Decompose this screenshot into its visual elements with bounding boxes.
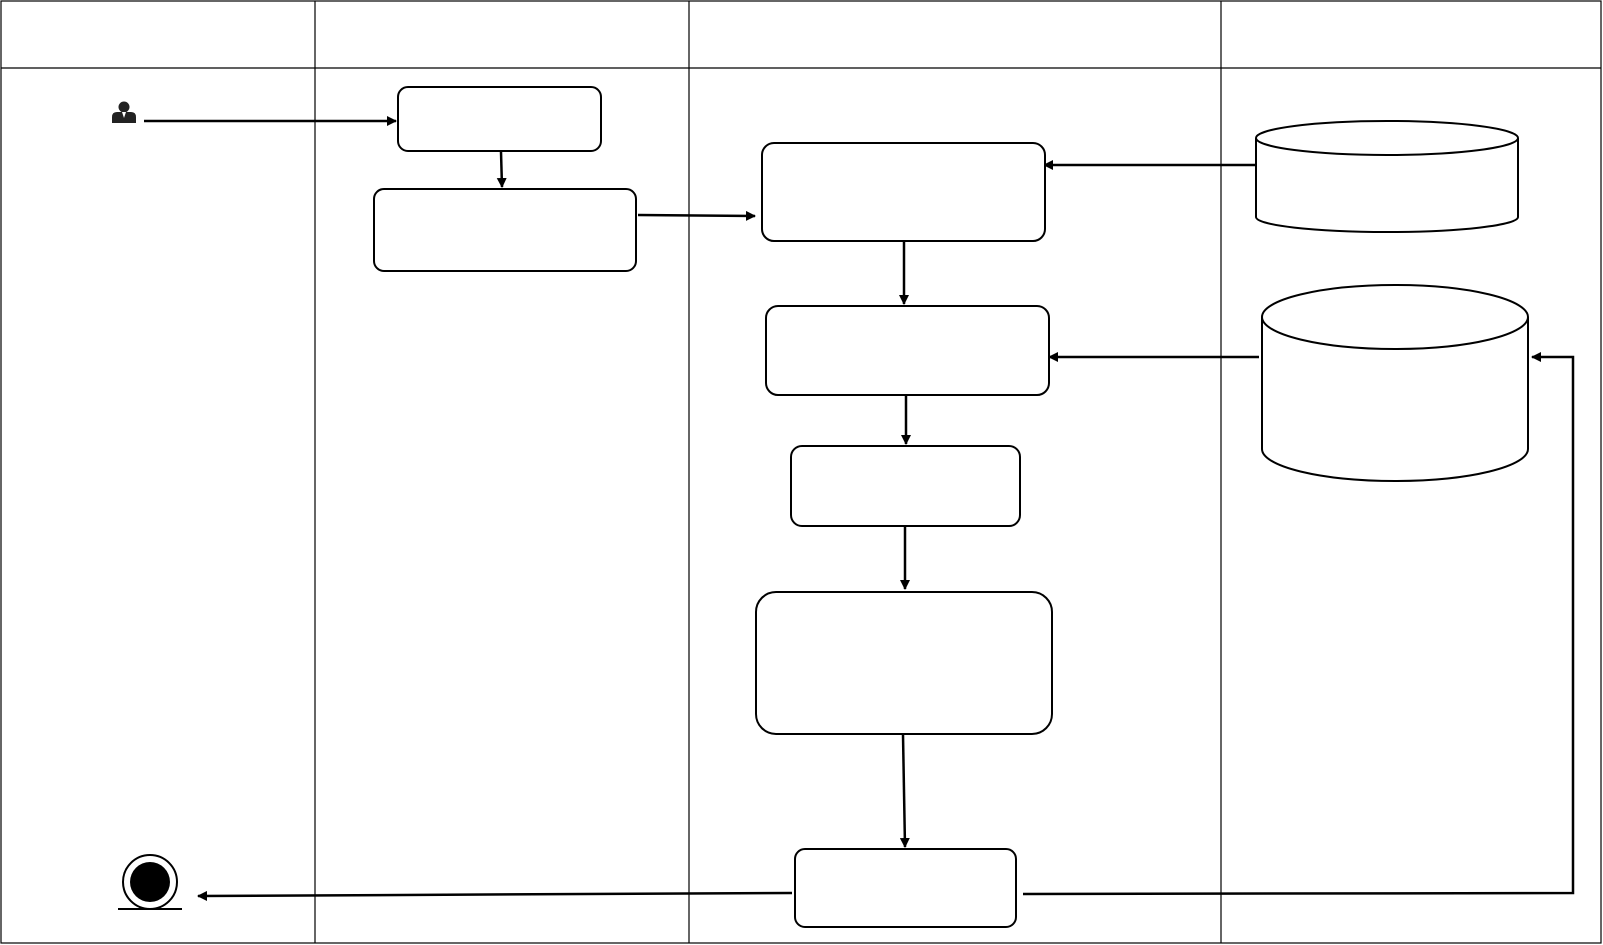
user-icon	[112, 101, 136, 123]
edge-p6-to-p7	[899, 734, 910, 848]
edges	[144, 116, 1575, 901]
process-nodes	[373, 86, 1053, 928]
process-node-7[interactable]	[794, 848, 1017, 928]
database-2[interactable]	[1261, 284, 1529, 482]
process-node-4[interactable]	[765, 305, 1050, 396]
database-1[interactable]	[1255, 120, 1519, 233]
process-node-3[interactable]	[761, 142, 1046, 242]
edge-p7-to-db2	[1022, 352, 1575, 896]
final-node-icon	[118, 854, 182, 910]
process-node-1[interactable]	[397, 86, 602, 152]
edge-p2-to-p3	[637, 210, 756, 221]
process-node-2[interactable]	[373, 188, 637, 272]
edge-p1-to-p2	[496, 151, 507, 188]
edge-p7-to-end	[197, 890, 793, 901]
process-node-5[interactable]	[790, 445, 1021, 527]
process-node-6[interactable]	[755, 591, 1053, 735]
